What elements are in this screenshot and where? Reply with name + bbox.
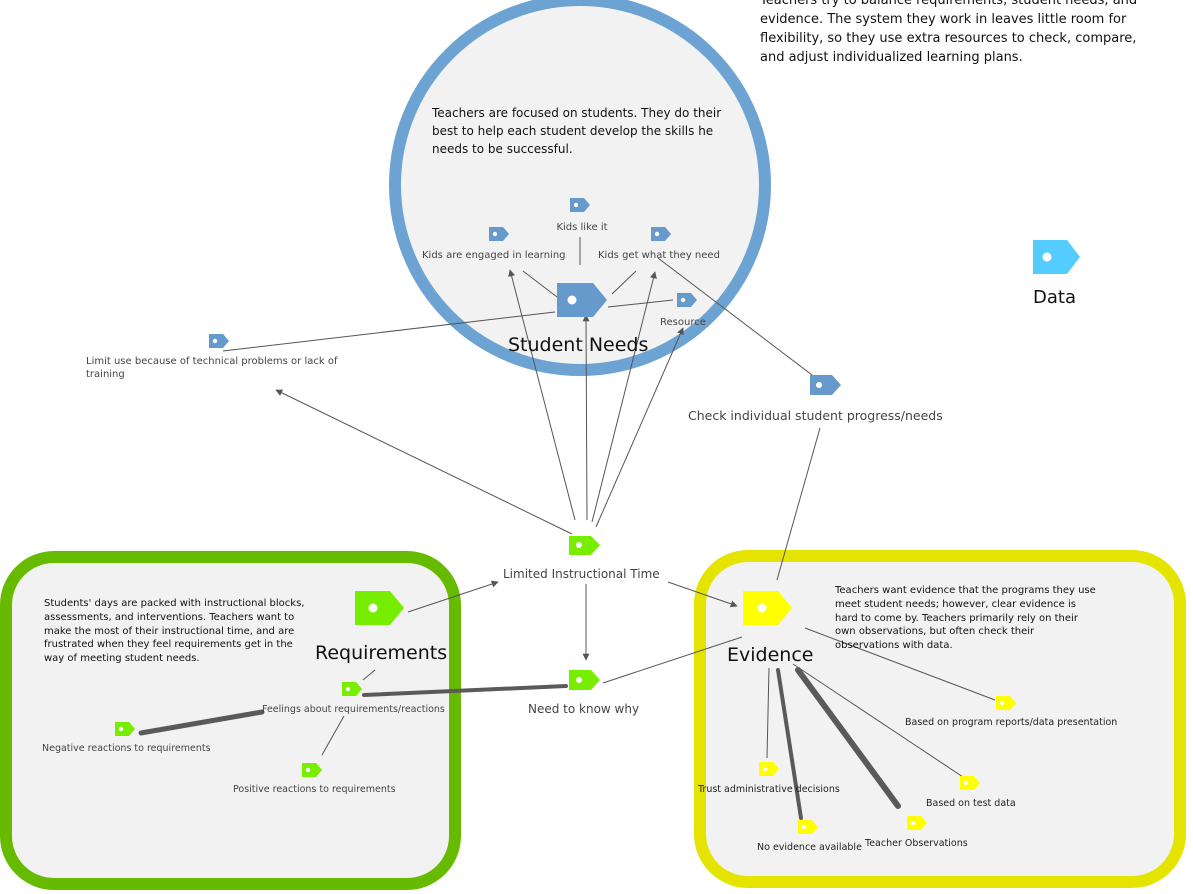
connector [607, 299, 674, 308]
connector [667, 581, 738, 608]
label-test-data: Based on test data [926, 798, 1016, 809]
thick-connectors [138, 667, 901, 820]
tag-icon [907, 816, 927, 830]
student-needs-title[interactable]: Student Needs [508, 334, 649, 356]
thick-connector [138, 709, 265, 736]
connector [602, 636, 743, 684]
connector [766, 667, 770, 759]
connector [362, 669, 376, 681]
connector [407, 580, 499, 613]
connector [776, 427, 821, 581]
label-trust-admin: Trust administrative decisions [698, 784, 840, 795]
connectors [222, 237, 996, 778]
tag-icon [798, 820, 818, 834]
connector [321, 715, 345, 756]
requirements-description: Students' days are packed with instructi… [44, 598, 305, 665]
label-resource: Resource [660, 317, 706, 328]
tags [115, 198, 1080, 834]
student-needs-tag-icon [557, 283, 607, 317]
thick-connector [362, 684, 568, 697]
requirements-title[interactable]: Requirements [315, 642, 448, 664]
label-negative: Negative reactions to requirements [42, 743, 211, 754]
tag-icon [651, 227, 671, 241]
requirements-frame [0, 551, 461, 890]
evidence-frame [694, 550, 1186, 888]
label-kids-engaged: Kids are engaged in learning [422, 250, 566, 261]
label-feelings: Feelings about requirements/reactions [262, 704, 445, 715]
tag-icon [115, 722, 135, 736]
tag-icon [759, 762, 779, 776]
label-kids-get: Kids get what they need [598, 250, 720, 261]
label-need-to-know: Need to know why [528, 702, 640, 716]
label-teacher-observations: Teacher Observations [865, 838, 968, 849]
evidence-tag-icon [743, 591, 792, 625]
connector [522, 270, 558, 298]
evidence-description: Teachers want evidence that the programs… [835, 585, 1096, 652]
label-positive: Positive reactions to requirements [233, 784, 396, 795]
label-kids-like-it: Kids like it [556, 222, 608, 233]
tag-icon [342, 682, 362, 696]
label-limit-use: Limit use because of technical problems … [86, 356, 338, 380]
connector [595, 327, 684, 528]
connector [657, 257, 817, 379]
tag-icon [209, 334, 229, 348]
label-no-evidence: No evidence available [757, 842, 862, 853]
requirements-tag-icon [355, 591, 404, 625]
tag-icon [569, 670, 600, 690]
tag-icon [810, 375, 841, 395]
thick-connector [776, 668, 803, 820]
connector [591, 271, 657, 523]
intro-text: Teachers try to balance requirements, st… [760, 0, 1138, 65]
evidence-title[interactable]: Evidence [727, 644, 814, 666]
label-check-progress: Check individual student progress/needs [688, 408, 943, 423]
tag-icon [570, 198, 590, 212]
label-program-reports: Based on program reports/data presentati… [905, 717, 1118, 728]
tag-icon [677, 293, 697, 307]
student-needs-description: Teachers are focused on students. They d… [432, 106, 722, 156]
connector [508, 269, 576, 521]
connector [222, 311, 556, 352]
connector [792, 663, 964, 778]
data-legend-label: Data [1033, 287, 1076, 308]
student-needs-frame [389, 0, 771, 376]
connector [804, 627, 996, 701]
label-limited-time: Limited Instructional Time [503, 567, 660, 581]
tag-icon [996, 696, 1016, 710]
connector [611, 270, 637, 295]
connector [582, 314, 590, 521]
connector [275, 389, 573, 535]
data-legend-tag-icon [1033, 240, 1080, 274]
thick-connector [795, 667, 901, 809]
tag-icon [960, 776, 980, 790]
tag-icon [302, 763, 322, 777]
tag-icon [569, 536, 600, 555]
tag-icon [489, 227, 509, 241]
